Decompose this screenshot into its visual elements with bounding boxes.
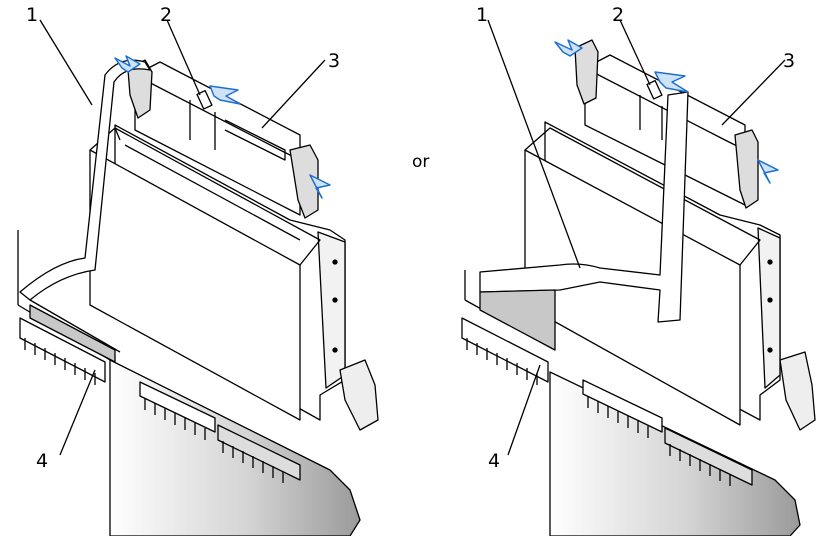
left-illustration [17, 19, 379, 536]
system-board [549, 371, 801, 536]
board-connector [461, 317, 549, 385]
retaining-clip [574, 39, 599, 105]
callout-right-2: 2 [612, 4, 625, 26]
leader-line [39, 19, 326, 456]
release-tab [779, 351, 816, 431]
callout-left-3: 3 [328, 50, 341, 72]
callout-left-1: 1 [26, 4, 39, 26]
mounting-rail [757, 227, 781, 389]
callout-right-1: 1 [476, 4, 489, 26]
leader-line [487, 19, 786, 456]
data-cable [19, 59, 151, 301]
press-arrow [554, 39, 779, 184]
callout-right-4: 4 [488, 450, 501, 472]
callout-left-2: 2 [160, 4, 173, 26]
board-connector [139, 381, 216, 440]
board-connector [217, 424, 301, 483]
cable-connector [29, 304, 116, 363]
data-cable [479, 91, 689, 323]
board-connector [582, 379, 663, 438]
release-tab [339, 359, 379, 431]
right-illustration [461, 19, 816, 536]
retaining-clip [127, 59, 153, 119]
board-connector [19, 317, 106, 385]
press-arrow [114, 55, 331, 199]
or-separator: or [412, 152, 430, 172]
retaining-clip [289, 144, 319, 219]
callout-right-3: 3 [783, 50, 796, 72]
callout-left-4: 4 [36, 450, 49, 472]
data-cable [479, 289, 556, 351]
retaining-clip [734, 129, 759, 209]
board-connector [664, 427, 753, 486]
